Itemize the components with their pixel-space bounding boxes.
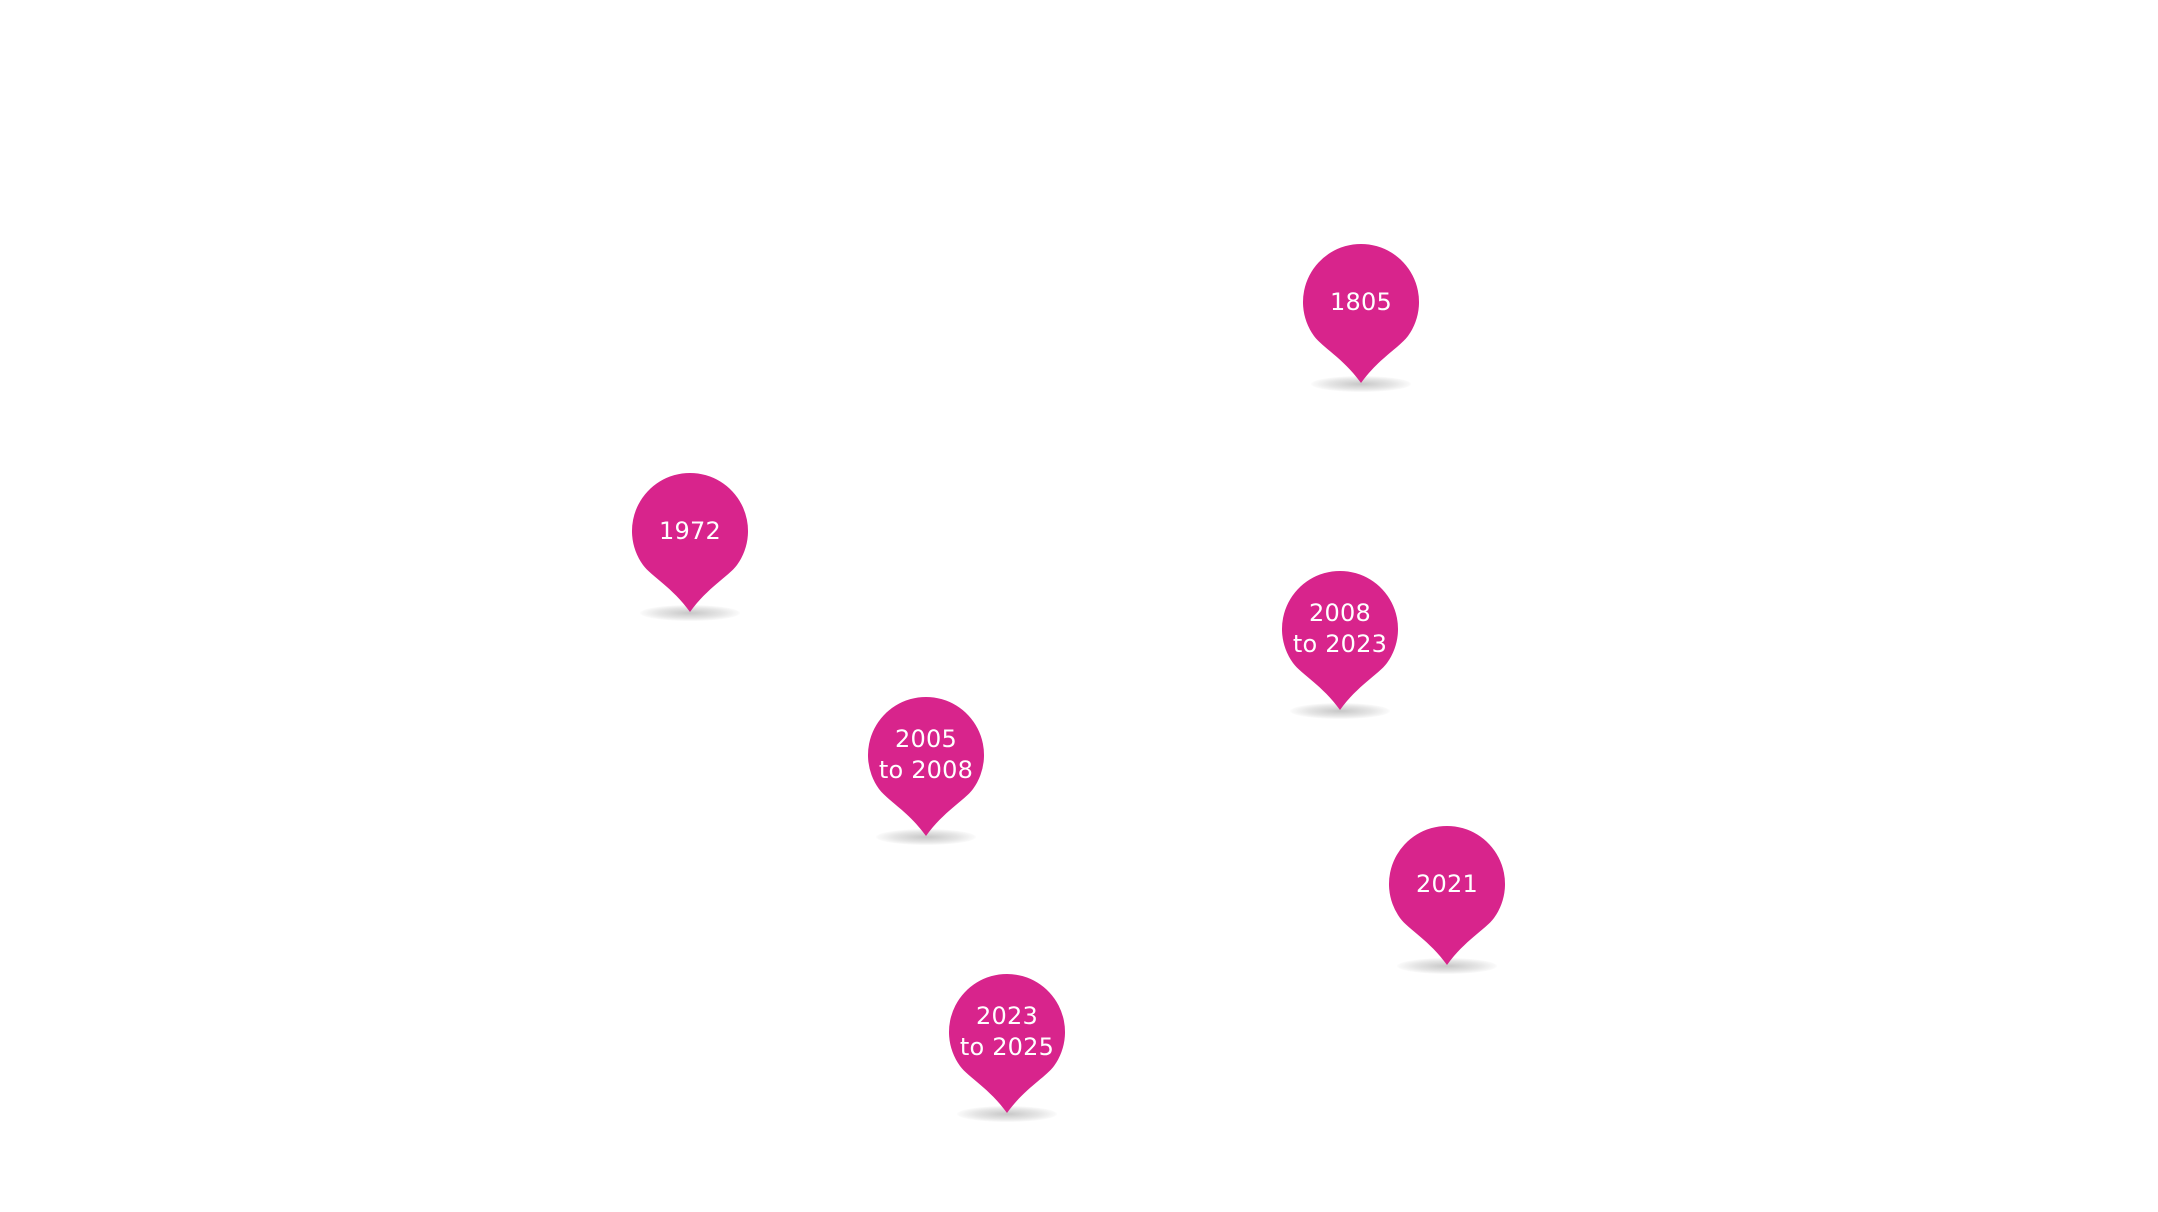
map-pin-icon	[1302, 244, 1420, 383]
marker-label-line: 1972	[659, 516, 721, 545]
marker-shadow	[1397, 958, 1497, 974]
marker-shadow	[876, 829, 976, 845]
marker-shadow	[957, 1106, 1057, 1122]
marker-label-line: 2008	[1309, 599, 1371, 627]
marker-label: 2021	[1389, 826, 1505, 942]
marker-label-line: to 2008	[878, 756, 974, 784]
marker-label: 1805	[1303, 244, 1419, 360]
map-marker-2005-to-2008[interactable]: 2005 to 2008	[867, 697, 985, 847]
marker-label-line: 2021	[1416, 869, 1478, 898]
marker-label-line: to 2023	[1292, 630, 1388, 658]
map-pin-icon	[867, 697, 985, 836]
map-pin-icon	[631, 473, 749, 612]
marker-label-line: 1805	[1330, 287, 1392, 316]
marker-label-line: 2023	[976, 1002, 1038, 1030]
map-pin-icon	[1281, 571, 1399, 710]
map-pin-icon	[1388, 826, 1506, 965]
marker-shadow	[1311, 376, 1411, 392]
marker-shadow	[1290, 703, 1390, 719]
marker-label-line: 2005	[895, 725, 957, 753]
marker-label: 2023 to 2025	[949, 974, 1065, 1090]
marker-label: 2005 to 2008	[868, 697, 984, 813]
marker-label: 2008 to 2023	[1282, 571, 1398, 687]
map-marker-2023-to-2025[interactable]: 2023 to 2025	[948, 974, 1066, 1124]
marker-label-line: to 2025	[959, 1033, 1055, 1061]
map-pin-icon	[948, 974, 1066, 1113]
marker-shadow	[640, 605, 740, 621]
marker-label: 1972	[632, 473, 748, 589]
map-marker-1972[interactable]: 1972	[631, 473, 749, 623]
map-marker-1805[interactable]: 1805	[1302, 244, 1420, 394]
map-marker-2021[interactable]: 2021	[1388, 826, 1506, 976]
map-marker-2008-to-2023[interactable]: 2008 to 2023	[1281, 571, 1399, 721]
